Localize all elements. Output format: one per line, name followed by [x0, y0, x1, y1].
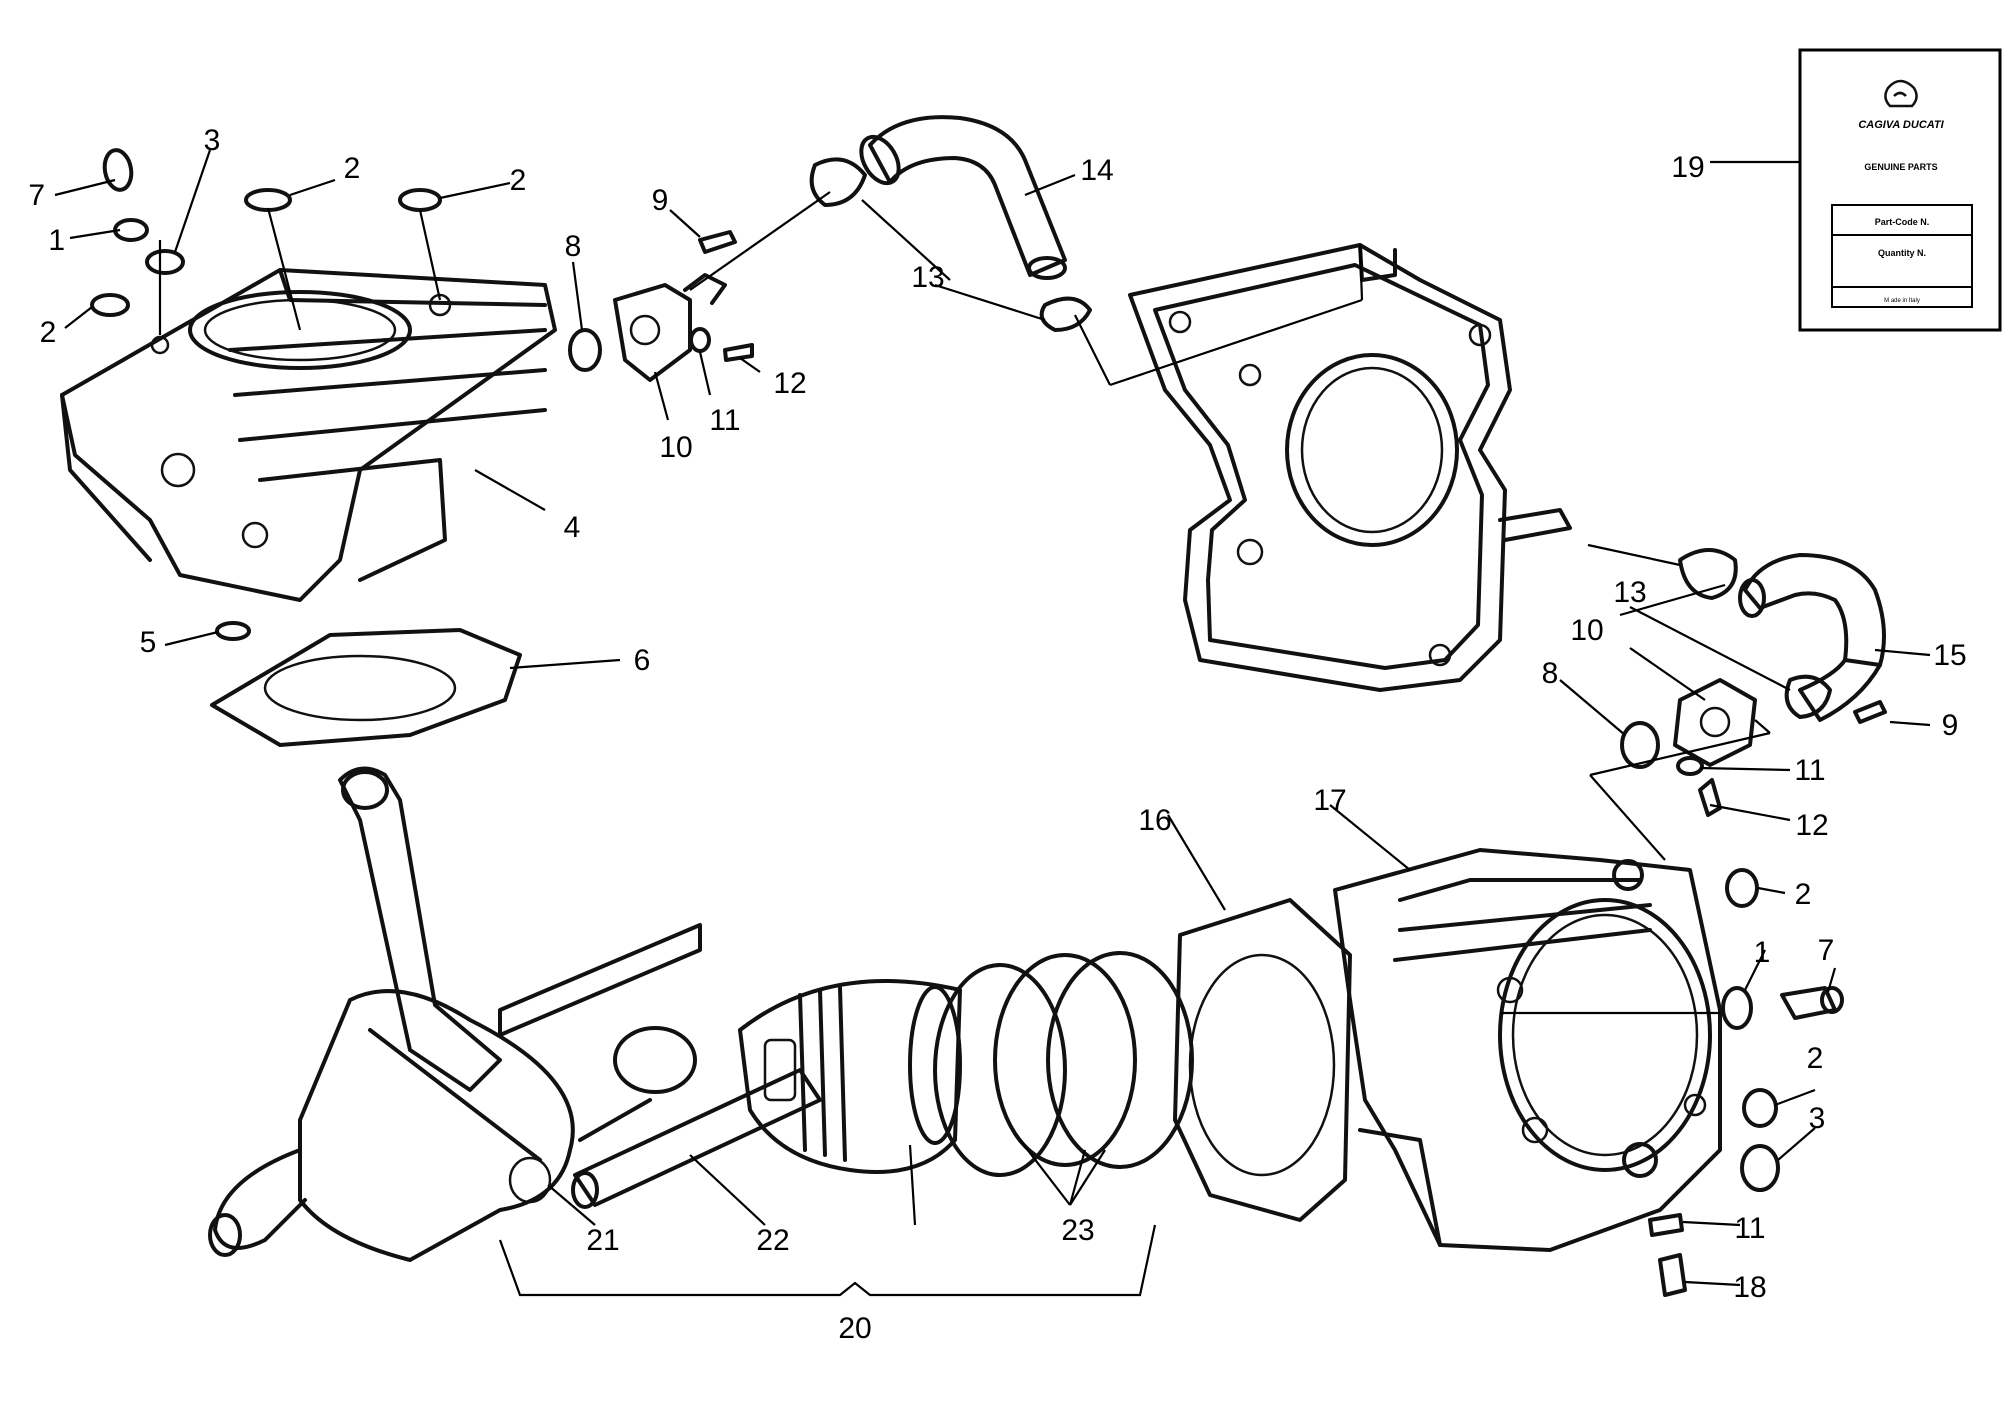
callout-17: 17	[1313, 784, 1346, 817]
crankcase-half	[1128, 243, 1572, 692]
cylinder-part	[60, 268, 557, 602]
callout-11-head: 11	[1734, 1212, 1765, 1245]
callout-9-upper: 9	[652, 184, 669, 217]
hose-upper	[809, 115, 1092, 332]
callout-7-head: 7	[1818, 934, 1835, 967]
callout-7-upper: 7	[28, 179, 45, 212]
card-subtitle: GENUINE PARTS	[1864, 162, 1937, 172]
water-union-lower	[1620, 678, 1887, 817]
head-seals	[1648, 868, 1844, 1297]
callout-21: 21	[586, 1224, 619, 1257]
callout-16: 16	[1138, 804, 1171, 837]
callout-1-upper: 1	[48, 224, 65, 257]
callout-19: 19	[1671, 151, 1704, 184]
head-gasket	[1173, 898, 1352, 1222]
callout-2-c: 2	[40, 316, 57, 349]
callout-2-a: 2	[344, 152, 361, 185]
callout-2-head-a: 2	[1795, 878, 1812, 911]
callout-8-lower: 8	[1542, 657, 1559, 690]
callout-11-lower: 11	[1794, 754, 1825, 787]
crankshaft-assembly	[208, 766, 702, 1262]
callout-10-lower: 10	[1570, 614, 1603, 647]
callout-3-head: 3	[1809, 1102, 1826, 1135]
callout-6: 6	[634, 644, 651, 677]
callout-18: 18	[1733, 1271, 1766, 1304]
callout-14: 14	[1080, 154, 1113, 187]
callout-20: 20	[838, 1312, 871, 1345]
card-part-code: Part-Code N.	[1875, 217, 1930, 227]
genuine-parts-card: CAGIVA DUCATI GENUINE PARTS Part-Code N.…	[1798, 48, 2002, 332]
hose-right	[1678, 548, 1886, 722]
leader-lines	[54, 149, 1931, 1297]
callout-22: 22	[756, 1224, 789, 1257]
callout-5: 5	[140, 626, 157, 659]
callout-8-upper: 8	[565, 230, 582, 263]
callout-1-head: 1	[1754, 936, 1771, 969]
piston-rings	[933, 951, 1194, 1177]
callout-13-upper: 13	[911, 261, 944, 294]
callout-10-upper: 10	[659, 431, 692, 464]
cylinder-base-gasket	[210, 628, 522, 747]
callout-23: 23	[1061, 1214, 1094, 1247]
cylinder-head-part	[1333, 848, 1722, 1252]
callout-12-lower: 12	[1795, 809, 1828, 842]
callout-15: 15	[1933, 639, 1966, 672]
callout-2-b: 2	[510, 164, 527, 197]
ducati-logo-icon	[1884, 79, 1918, 108]
card-quantity: Quantity N.	[1878, 248, 1926, 258]
callout-13-lower: 13	[1613, 576, 1646, 609]
card-footer: M ade in Italy	[1884, 298, 1920, 304]
callout-2-head-b: 2	[1807, 1042, 1824, 1075]
callout-numbers: 7 1 3 2 2 2 4 5 6 8 9 10 11 12 13 14 19 …	[28, 124, 1966, 1345]
callout-11-upper: 11	[709, 404, 740, 437]
water-union-upper	[568, 230, 754, 382]
gudgeon-pin	[571, 1068, 822, 1209]
card-brand: CAGIVA DUCATI	[1858, 119, 1944, 131]
callout-9-lower: 9	[1942, 709, 1959, 742]
callout-12-upper: 12	[773, 367, 806, 400]
callout-3-upper: 3	[204, 124, 221, 157]
piston-part	[738, 979, 962, 1174]
small-rings-upper-left	[90, 148, 442, 641]
callout-4: 4	[564, 511, 581, 544]
